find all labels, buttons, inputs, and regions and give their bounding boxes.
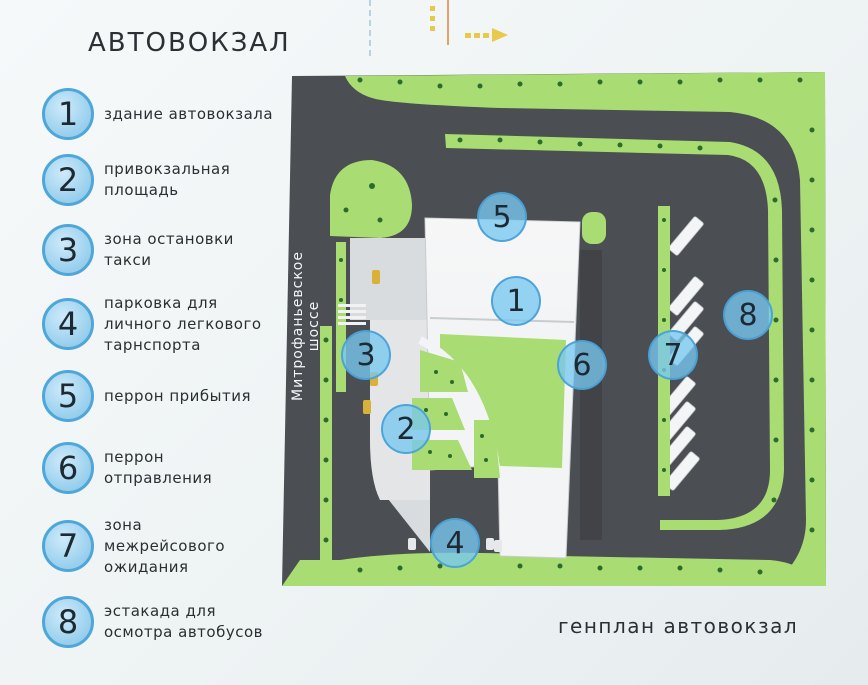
plaza-lawn bbox=[440, 334, 566, 468]
plan-marker-2: 2 bbox=[381, 404, 431, 454]
legend-item-6: 6 перрон отправления bbox=[42, 442, 302, 494]
green-strip-outer bbox=[345, 72, 826, 586]
legend-label: парковка для личного легкового тарнспорт… bbox=[104, 293, 262, 354]
legend-item-8: 8 эстакада для осмотра автобусов bbox=[42, 596, 302, 648]
plan-marker-7: 7 bbox=[648, 330, 698, 380]
legend-label: эстакада для осмотра автобусов bbox=[104, 602, 263, 641]
legend-item-7: 7 зона межрейсового ожидания bbox=[42, 516, 302, 576]
legend-item-5: 5 перрон прибытия bbox=[42, 370, 302, 422]
crosswalk bbox=[338, 304, 366, 325]
trees bbox=[323, 77, 815, 575]
plan-marker-4: 4 bbox=[430, 518, 480, 568]
plan-marker-3: 3 bbox=[341, 330, 391, 380]
green-lawn bbox=[330, 160, 412, 238]
legend-badge: 5 bbox=[42, 370, 94, 422]
legend-badge: 2 bbox=[42, 154, 94, 206]
page-title: АВТОВОКЗАЛ bbox=[88, 28, 291, 58]
legend-label: привокзальная площадь bbox=[104, 160, 231, 199]
green-strip-bottom bbox=[282, 552, 826, 586]
legend-label: перрон отправления bbox=[104, 448, 213, 487]
plan-marker-5: 5 bbox=[477, 192, 527, 242]
arrow-marker bbox=[430, 6, 508, 42]
plan-marker-6: 6 bbox=[557, 340, 607, 390]
legend-badge: 6 bbox=[42, 442, 94, 494]
legend-badge: 7 bbox=[42, 520, 94, 572]
road-label: Митрофаньевское шоссе bbox=[290, 251, 322, 401]
parked-cars bbox=[408, 538, 502, 552]
legend-item-3: 3 зона остановки такси bbox=[42, 224, 302, 276]
legend-item-4: 4 парковка для личного легкового тарнспо… bbox=[42, 294, 302, 354]
legend-item-1: 1 здание автовокзала bbox=[42, 88, 302, 140]
legend-label: зона межрейсового ожидания bbox=[104, 515, 226, 576]
plan-marker-1: 1 bbox=[491, 276, 541, 326]
legend-label: перрон прибытия bbox=[104, 386, 252, 405]
legend-label: здание автовокзала bbox=[104, 104, 274, 123]
plan-caption: генплан автовокзал bbox=[558, 614, 799, 638]
green-strip-left bbox=[320, 326, 332, 562]
legend-badge: 8 bbox=[42, 596, 94, 648]
legend-label: зона остановки такси bbox=[104, 230, 234, 269]
plan-marker-8: 8 bbox=[723, 290, 773, 340]
legend-badge: 1 bbox=[42, 88, 94, 140]
legend-badge: 3 bbox=[42, 224, 94, 276]
legend-item-2: 2 привокзальная площадь bbox=[42, 154, 302, 206]
legend-badge: 4 bbox=[42, 298, 94, 350]
